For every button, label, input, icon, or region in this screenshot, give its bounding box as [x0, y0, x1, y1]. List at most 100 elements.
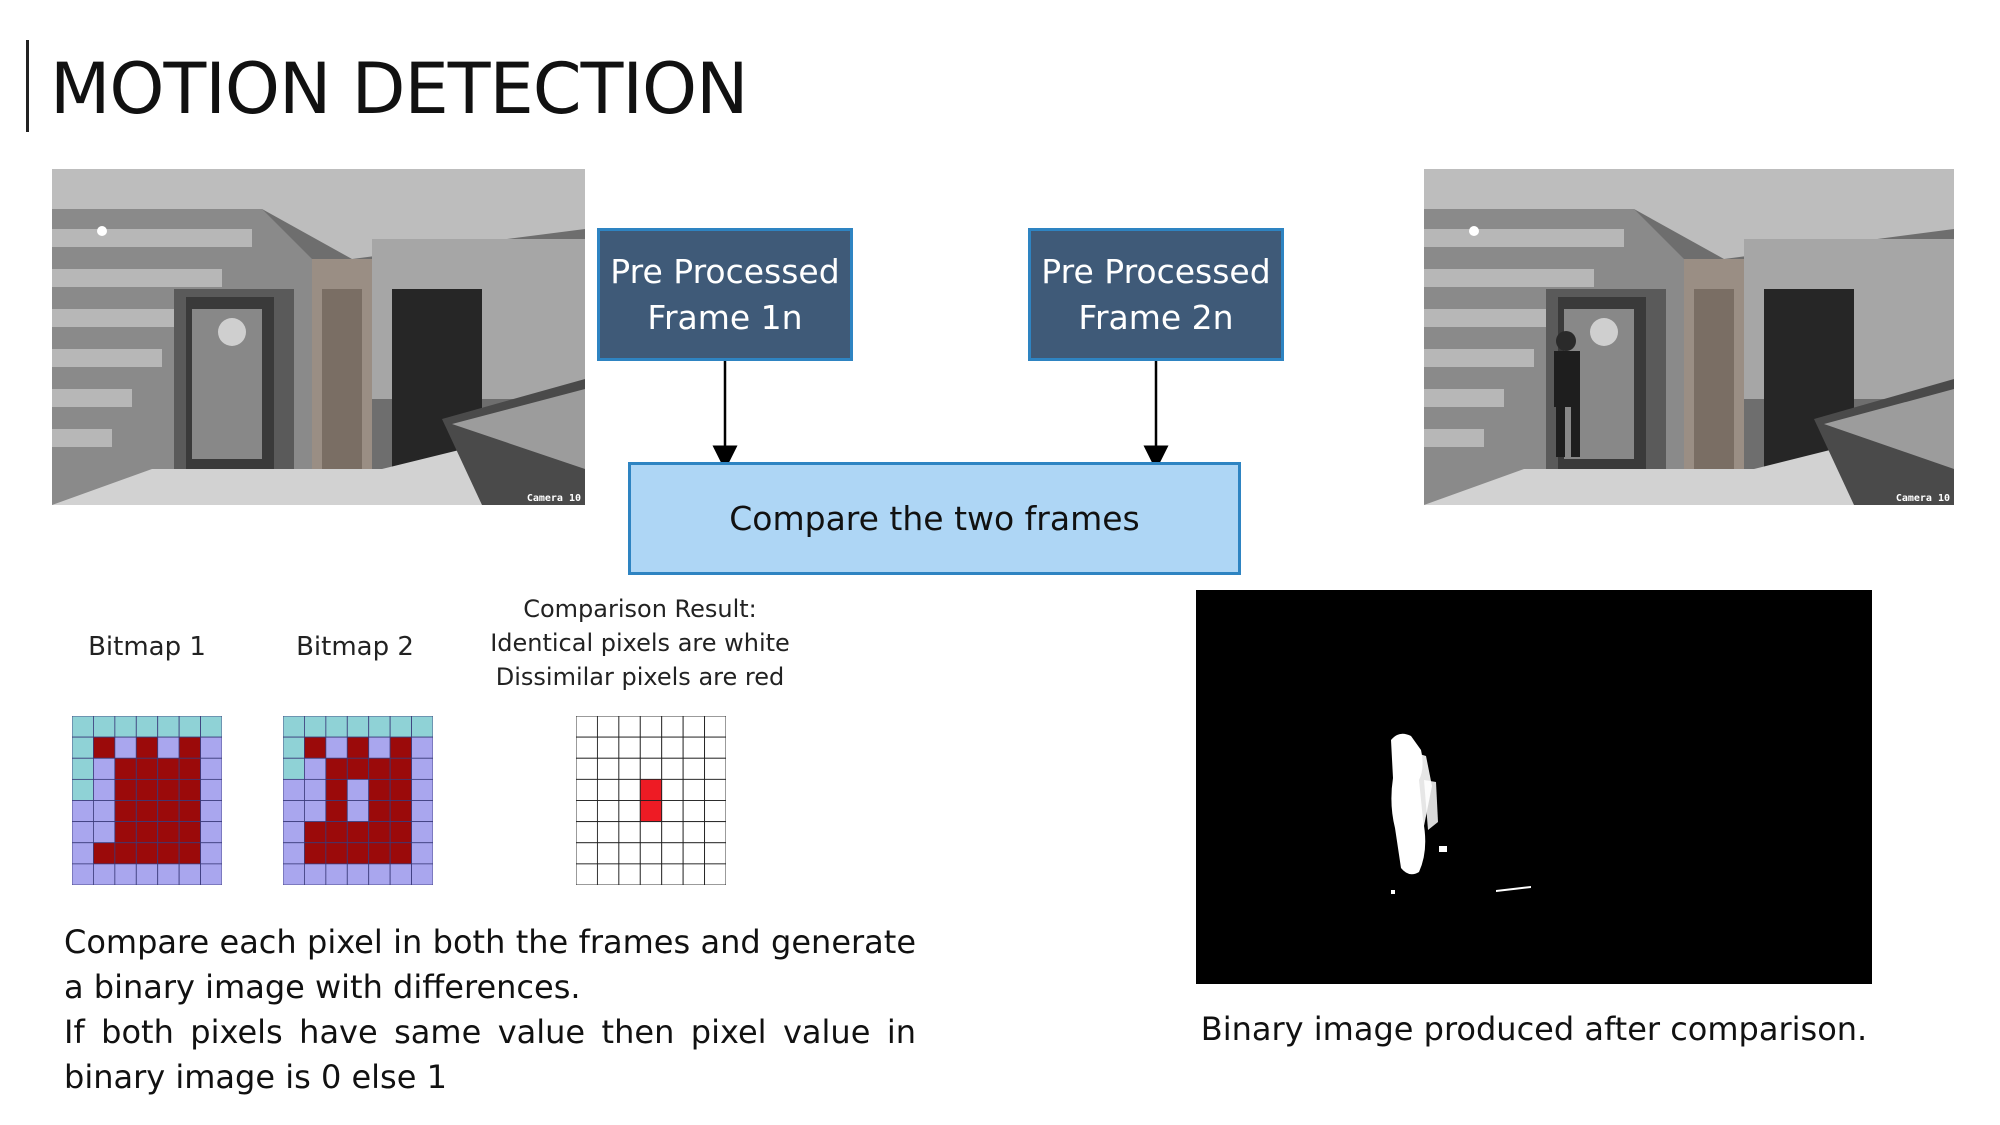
- bitmap-1-cell: [135, 757, 159, 780]
- bitmap-2-cell: [389, 778, 412, 801]
- bitmap-2-cell: [389, 757, 412, 780]
- bitmap-1-cell: [200, 842, 222, 865]
- result-cell-identical: [704, 821, 726, 844]
- bitmap-1-cell: [200, 757, 222, 780]
- bitmap-2-cell: [325, 716, 348, 738]
- bitmap-2-cell: [346, 821, 370, 844]
- description-text: Compare each pixel in both the frames an…: [64, 920, 916, 1100]
- result-cell-identical: [576, 821, 598, 844]
- bitmap-1-cell: [114, 736, 137, 759]
- result-cell-identical: [596, 757, 620, 780]
- bitmap-2-cell: [283, 800, 305, 823]
- result-cell-identical: [661, 800, 684, 823]
- bitmap-2-cell: [304, 863, 327, 885]
- bitmap-1-cell: [135, 800, 159, 823]
- result-cell-different: [639, 800, 663, 823]
- result-cell-identical: [661, 842, 684, 865]
- frame-1-line-1: Pre Processed: [610, 251, 840, 291]
- bitmap-1-cell: [157, 800, 180, 823]
- bitmap-1-cell: [157, 821, 180, 844]
- result-cell-identical: [682, 863, 706, 885]
- bitmap-2-cell: [389, 842, 412, 865]
- result-cell-identical: [682, 757, 706, 780]
- result-cell-identical: [576, 757, 598, 780]
- result-cell-identical: [596, 736, 620, 759]
- result-cell-identical: [704, 778, 726, 801]
- bitmap-2-cell: [283, 821, 305, 844]
- result-cell-identical: [639, 716, 663, 738]
- bitmap-1-cell: [200, 736, 222, 759]
- bitmap-1-cell: [135, 778, 159, 801]
- result-cell-identical: [704, 757, 726, 780]
- result-cell-identical: [661, 757, 684, 780]
- bitmap-1-cell: [200, 716, 222, 738]
- frame-1-line-2: Frame 1n: [647, 297, 803, 337]
- bitmap-1-cell: [93, 757, 116, 780]
- bitmap-1-cell: [135, 842, 159, 865]
- bitmap-1-cell: [178, 800, 201, 823]
- bitmap-2-cell: [304, 716, 327, 738]
- bitmap-2-cell: [389, 821, 412, 844]
- bitmap-1-cell: [157, 778, 180, 801]
- bitmap-1-cell: [72, 863, 94, 885]
- bitmap-1-cell: [93, 800, 116, 823]
- bitmap-1-cell: [157, 863, 180, 885]
- bitmap-2-cell: [346, 716, 370, 738]
- result-cell-identical: [618, 757, 641, 780]
- result-cell-identical: [682, 736, 706, 759]
- result-line-3: Dissimilar pixels are red: [495, 663, 785, 691]
- result-cell-identical: [596, 821, 620, 844]
- bitmap-2-cell: [304, 757, 327, 780]
- bitmap-2-cell: [325, 863, 348, 885]
- bitmap-1-cell: [72, 778, 94, 801]
- bitmap-1-cell: [200, 800, 222, 823]
- binary-image-caption: Binary image produced after comparison.: [1200, 1010, 1868, 1048]
- frame-1-photo: Camera 10: [52, 169, 585, 505]
- bitmap-1-cell: [135, 736, 159, 759]
- bitmap-1-cell: [178, 736, 201, 759]
- result-cell-identical: [682, 800, 706, 823]
- bitmap-2-cell: [346, 757, 370, 780]
- result-cell-identical: [682, 778, 706, 801]
- bitmap-2-cell: [325, 736, 348, 759]
- bitmap-1-cell: [114, 821, 137, 844]
- bitmap-1-cell: [72, 757, 94, 780]
- result-cell-identical: [704, 863, 726, 885]
- bitmap-1-cell: [114, 757, 137, 780]
- bitmap-2-cell: [368, 716, 391, 738]
- result-cell-identical: [576, 736, 598, 759]
- bitmap-2-cell: [411, 842, 433, 865]
- result-cell-different: [639, 778, 663, 801]
- result-cell-identical: [704, 716, 726, 738]
- bitmap-2-cell: [368, 863, 391, 885]
- slide-title: MOTION DETECTION: [50, 48, 748, 130]
- bitmap-1-cell: [178, 821, 201, 844]
- bitmap-2-cell: [411, 716, 433, 738]
- bitmap-2-cell: [304, 800, 327, 823]
- result-cell-identical: [596, 842, 620, 865]
- bitmap-2-cell: [283, 716, 305, 738]
- bitmap-2-cell: [325, 778, 348, 801]
- result-line-2: Identical pixels are white: [490, 629, 790, 657]
- result-cell-identical: [704, 736, 726, 759]
- result-cell-identical: [618, 778, 641, 801]
- result-line-1: Comparison Result:: [523, 595, 757, 623]
- bitmap-2-cell: [325, 800, 348, 823]
- bitmap-1-cell: [135, 863, 159, 885]
- bitmap-1-cell: [93, 736, 116, 759]
- bitmap-2-label: Bitmap 2: [296, 632, 414, 662]
- bitmap-2-cell: [346, 778, 370, 801]
- bitmap-1-cell: [178, 778, 201, 801]
- result-cell-identical: [639, 821, 663, 844]
- bitmap-1-cell: [157, 842, 180, 865]
- bitmap-1-cell: [135, 821, 159, 844]
- preprocessed-frame-2-box: Pre Processed Frame 2n: [1028, 228, 1284, 361]
- result-cell-identical: [596, 778, 620, 801]
- result-cell-identical: [576, 800, 598, 823]
- frame-2-line-1: Pre Processed: [1041, 251, 1271, 291]
- camera-label: Camera 10: [1895, 493, 1950, 504]
- result-cell-identical: [576, 842, 598, 865]
- result-cell-identical: [618, 736, 641, 759]
- result-cell-identical: [661, 736, 684, 759]
- binary-image: [1196, 590, 1872, 984]
